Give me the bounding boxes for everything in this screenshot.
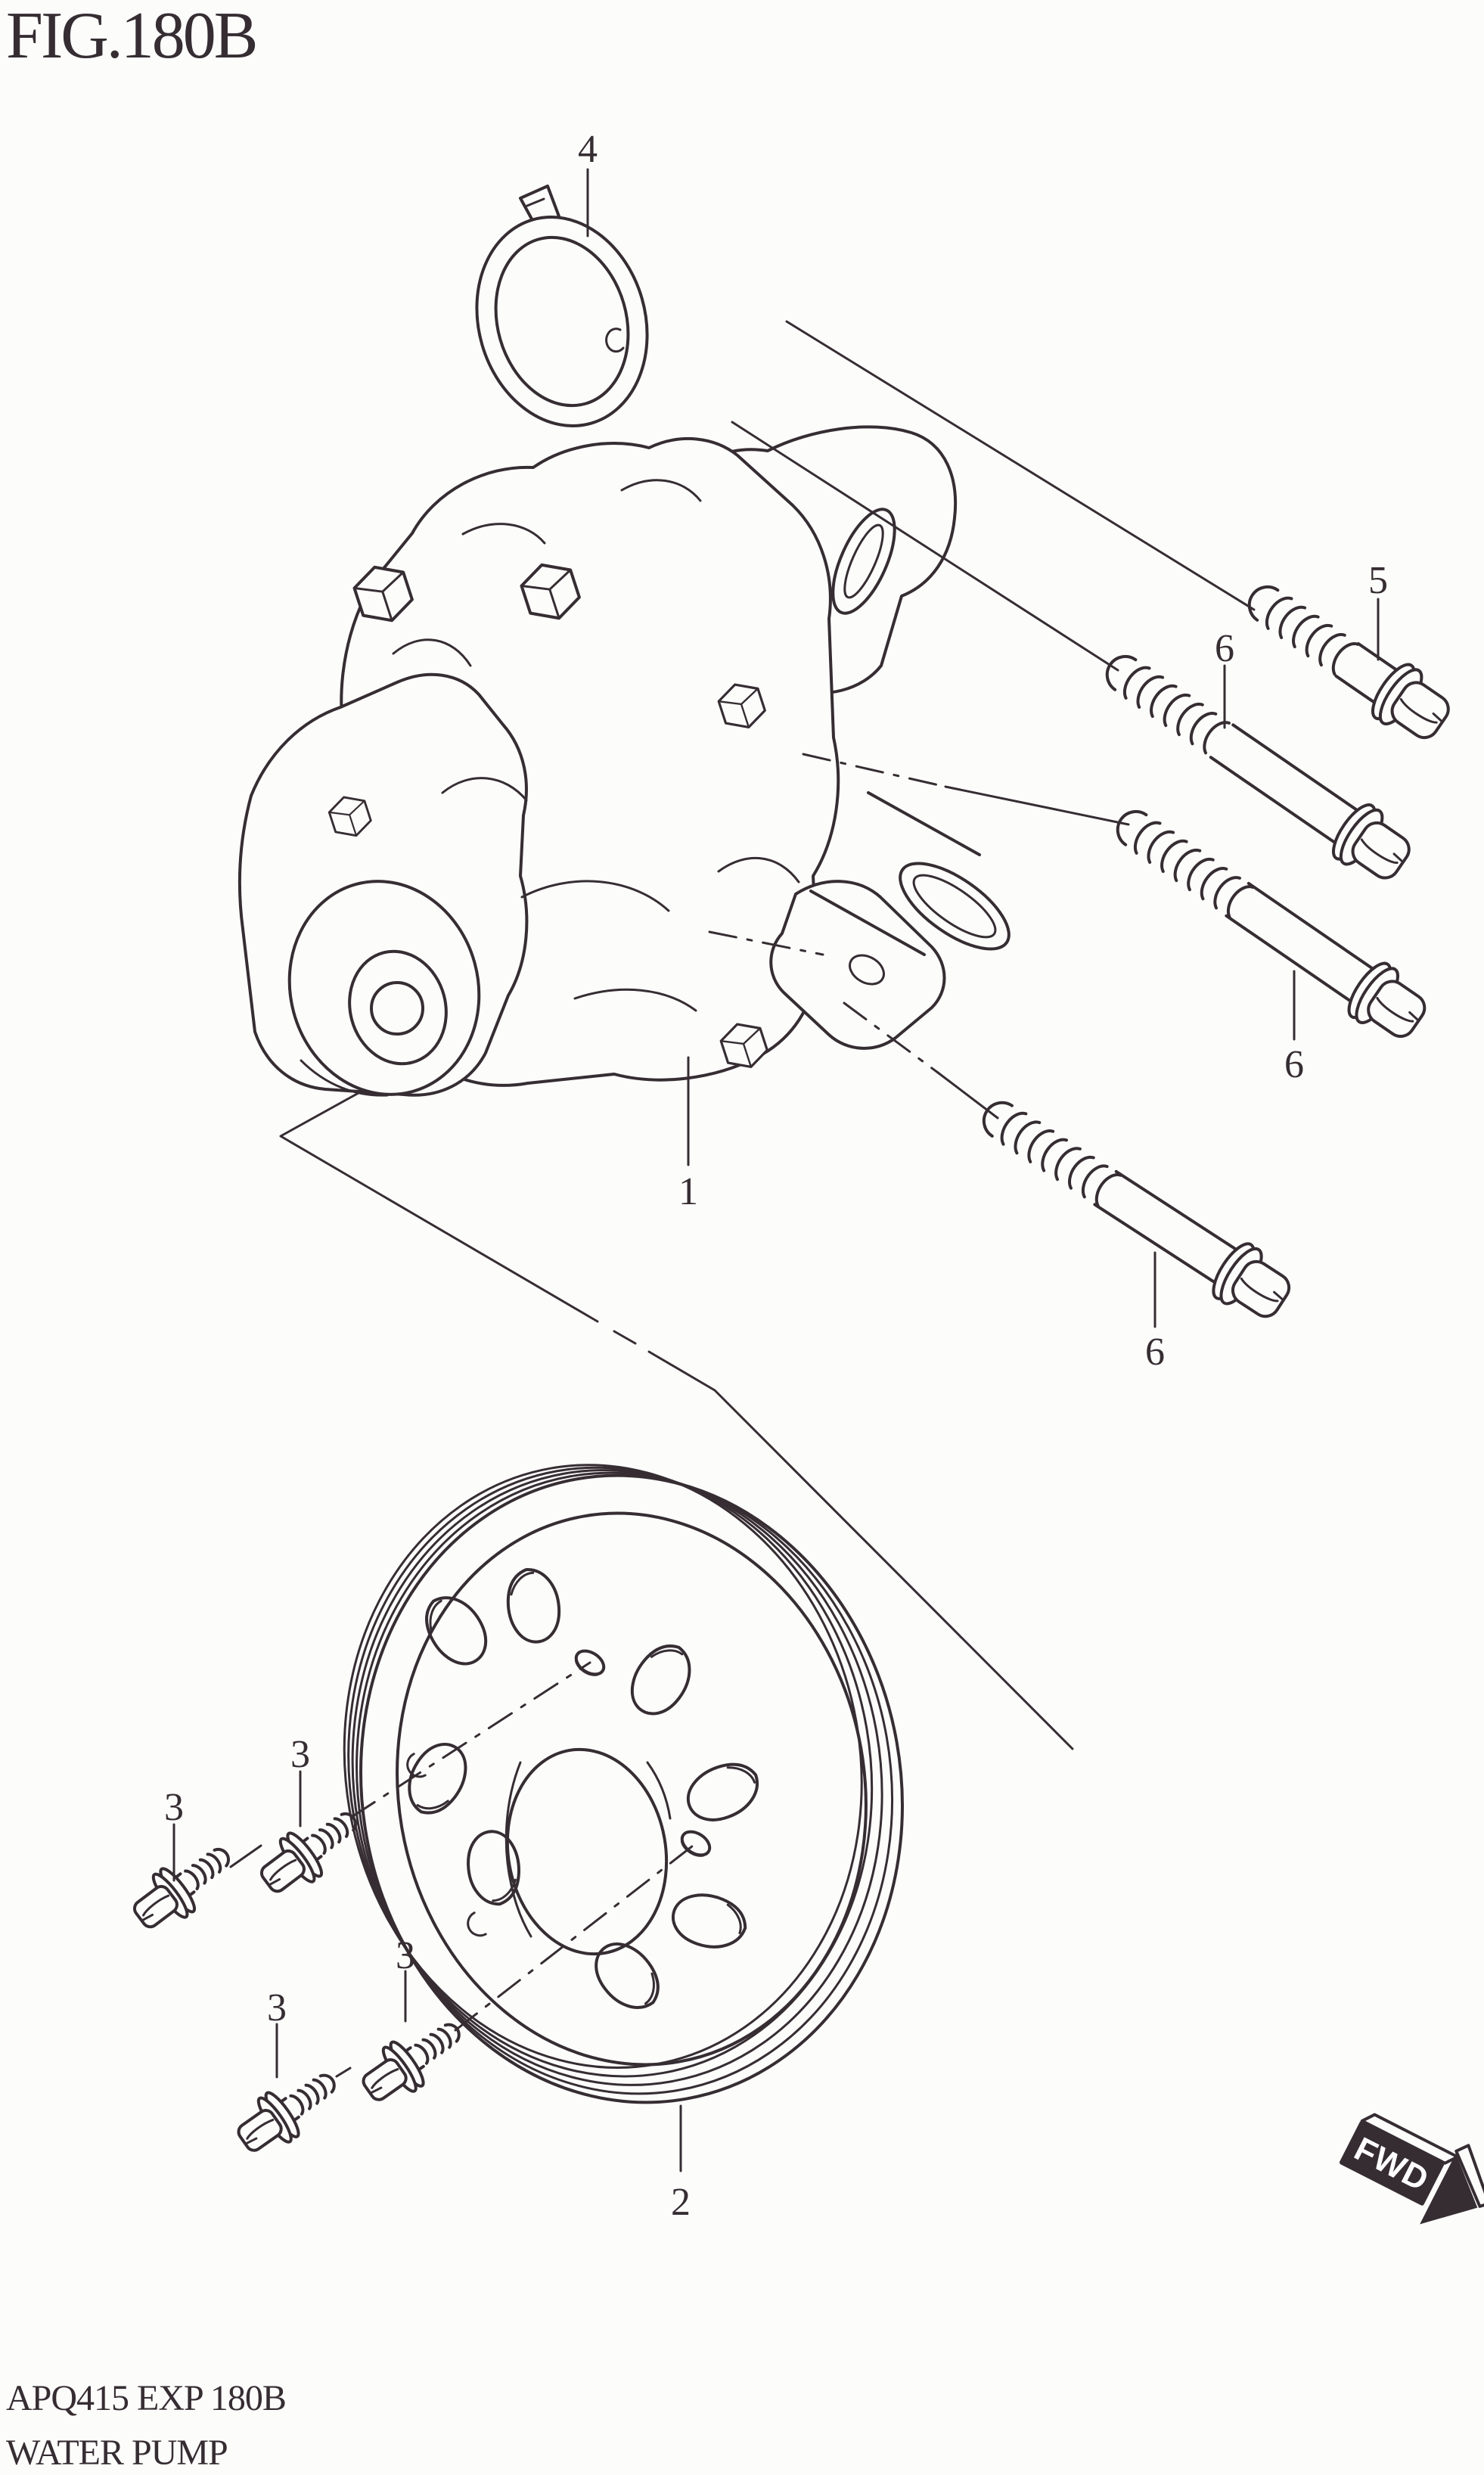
fwd-direction-arrow: FWD: [1339, 2113, 1484, 2225]
pump-hex-bolt: [719, 1023, 768, 1068]
pulley-rim-notch: [467, 1911, 487, 1937]
casting-details: [392, 479, 824, 1012]
hub-arc: [646, 1761, 672, 1820]
callout-5: 5: [1368, 559, 1388, 602]
callout-2: 2: [671, 2181, 691, 2224]
fwd-arrowhead-top-face: [1455, 2144, 1484, 2208]
pulley-window: [630, 1644, 691, 1716]
water-pump-body-part: [238, 425, 1011, 1097]
pulley-window: [671, 1893, 747, 1949]
footer-code: APQ415 EXP 180B: [6, 2378, 286, 2418]
pulley-bolt-axis-lines: [229, 1661, 697, 2078]
fwd-arrowhead: [1420, 2153, 1478, 2225]
pump-hex-bolt: [352, 565, 414, 623]
callout-6: 6: [1145, 1331, 1165, 1374]
callout-6: 6: [1215, 627, 1234, 670]
part-callouts: 4 5 6 6 1 6 2 3 3 3 3: [164, 128, 1388, 2224]
pump-hex-bolt: [717, 683, 766, 728]
pulley-window: [425, 1596, 488, 1666]
pump-hex-bolt: [520, 563, 581, 620]
pump-lug: [769, 880, 946, 1050]
pulley-center-hole: [505, 1747, 669, 1956]
bolt-part-3: [259, 1812, 357, 1893]
bracket-slot: [831, 508, 896, 615]
callout-3: 3: [290, 1733, 310, 1776]
hub-arc: [504, 1761, 532, 1938]
bolt-part-3: [362, 2023, 461, 2101]
bolt-part-3: [237, 2073, 336, 2152]
gasket-part: [475, 185, 649, 427]
pulley-window: [595, 1942, 660, 2009]
pump-hub: [287, 880, 481, 1097]
callout-4: 4: [578, 128, 598, 171]
fwd-arrow-panel: [1339, 2121, 1445, 2206]
figure-title: FIG.180B: [6, 0, 256, 73]
callout-3: 3: [267, 1986, 287, 2029]
bolt-axis-lines: [731, 320, 1256, 1119]
callout-3: 3: [164, 1786, 184, 1829]
pulley-window: [467, 1830, 520, 1906]
gasket-notch: [605, 328, 625, 353]
pulley-window: [686, 1762, 759, 1821]
callout-6: 6: [1284, 1043, 1304, 1086]
footer-name: WATER PUMP: [6, 2433, 228, 2473]
pulley-window: [506, 1568, 561, 1644]
bolt-part-6: [1116, 810, 1427, 1039]
bolt-part-5: [1247, 585, 1450, 740]
pulley-part: [343, 1464, 904, 2104]
bolt-part-6: [982, 1101, 1291, 1318]
bolt-part-6: [1105, 655, 1411, 880]
outlet-pipe: [809, 791, 1011, 956]
callout-1: 1: [678, 1170, 698, 1213]
bolt-part-3: [132, 1847, 230, 1929]
pump-hex-bolt: [328, 796, 372, 837]
callout-3: 3: [396, 1934, 415, 1977]
pump-flange-bolts: [328, 563, 768, 1068]
pulley-rim-notch: [406, 1753, 427, 1778]
